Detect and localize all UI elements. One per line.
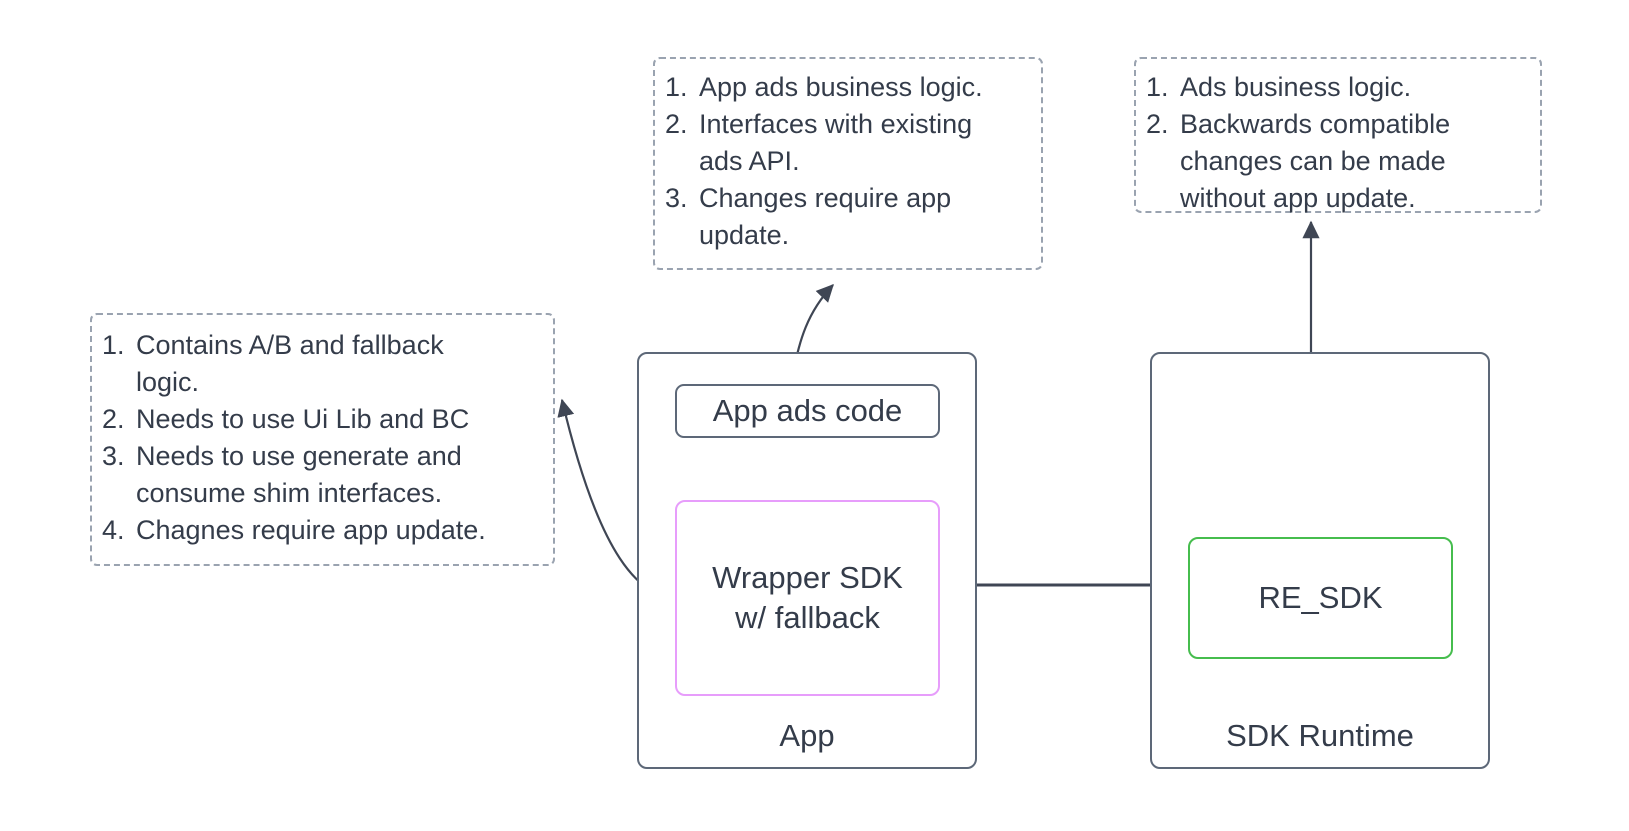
note-item: 2. Interfaces with existing ads API. [665,106,1035,180]
note-item-text: Contains A/B and fallback logic. [136,330,444,397]
note-item-text: Interfaces with existing ads API. [699,109,973,176]
container-sdk-runtime-label: SDK Runtime [1226,718,1414,753]
note-app-ads-code: 1. App ads business logic. 2. Interfaces… [653,57,1043,270]
note-item-number: 2. [665,109,688,139]
note-item: 1. Ads business logic. [1146,69,1534,106]
note-item-text: Ads business logic. [1180,72,1412,102]
node-app-ads-code: App ads code [675,384,940,438]
node-wrapper-sdk-label: Wrapper SDK w/ fallback [712,560,903,635]
note-item-text: Chagnes require app update. [136,515,486,545]
node-re-sdk: RE_SDK [1188,537,1453,659]
note-item-number: 4. [102,515,125,545]
note-item-number: 3. [665,183,688,213]
note-item: 4. Chagnes require app update. [102,512,547,549]
note-item-number: 2. [102,404,125,434]
note-sdk-runtime: 1. Ads business logic. 2. Backwards comp… [1134,57,1542,213]
note-item: 2. Needs to use Ui Lib and BC [102,401,547,438]
note-item: 3. Needs to use generate and consume shi… [102,438,547,512]
note-item-text: App ads business logic. [699,72,983,102]
note-wrapper-sdk: 1. Contains A/B and fallback logic. 2. N… [90,313,555,566]
note-item: 1. App ads business logic. [665,69,1035,106]
note-item-text: Backwards compatible changes can be made… [1180,109,1451,213]
node-wrapper-sdk: Wrapper SDK w/ fallback [675,500,940,696]
note-item: 3. Changes require app update. [665,180,1035,254]
note-item-number: 1. [1146,72,1169,102]
note-app-ads-code-list: 1. App ads business logic. 2. Interfaces… [665,69,1035,254]
node-re-sdk-label: RE_SDK [1258,580,1383,615]
container-app-label: App [779,718,835,753]
note-item-number: 2. [1146,109,1169,139]
node-app-ads-code-label: App ads code [712,393,903,428]
note-item: 1. Contains A/B and fallback logic. [102,327,547,401]
note-item-number: 3. [102,441,125,471]
note-item-number: 1. [102,330,125,360]
note-item: 2. Backwards compatible changes can be m… [1146,106,1534,217]
note-item-text: Needs to use generate and consume shim i… [136,441,462,508]
note-item-text: Needs to use Ui Lib and BC [136,404,470,434]
note-item-text: Changes require app update. [699,183,952,250]
note-sdk-runtime-list: 1. Ads business logic. 2. Backwards comp… [1146,69,1534,217]
note-wrapper-sdk-list: 1. Contains A/B and fallback logic. 2. N… [102,327,547,549]
note-item-number: 1. [665,72,688,102]
